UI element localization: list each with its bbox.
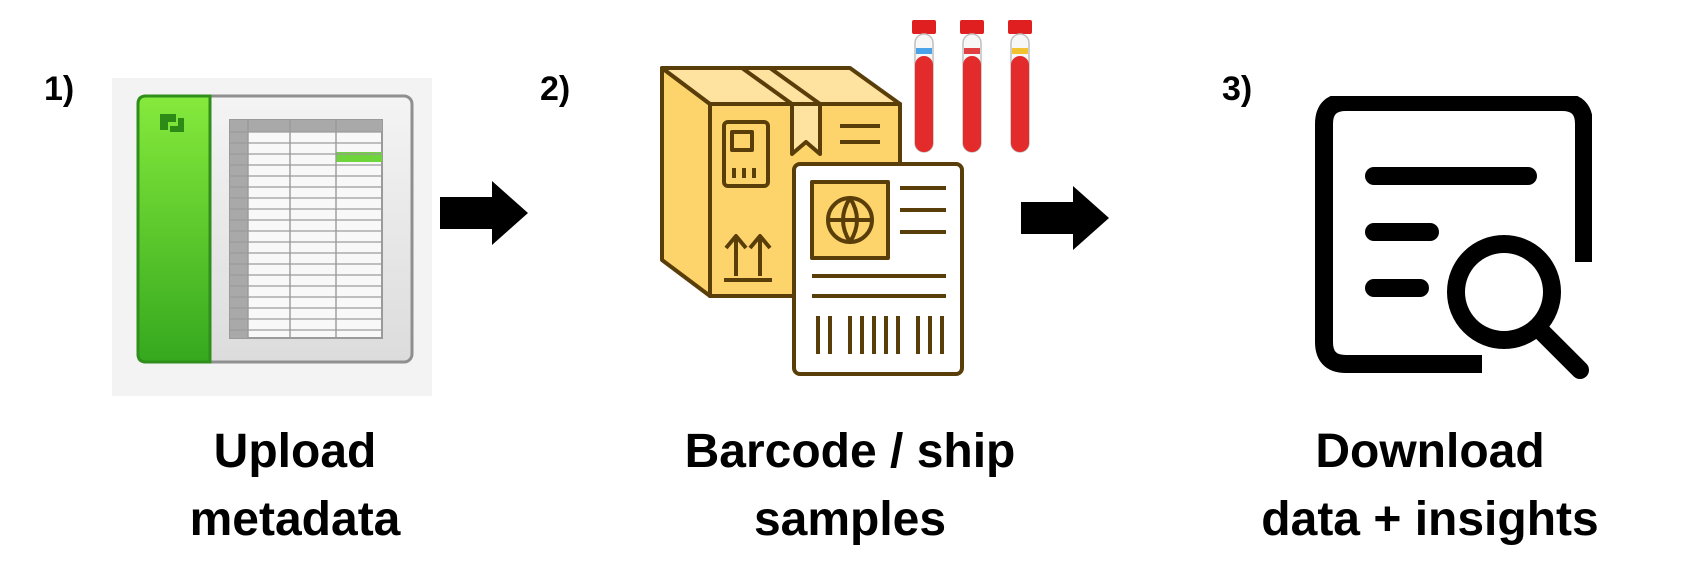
document-search-icon <box>1315 96 1592 379</box>
step-2-label-line2: samples <box>753 493 947 546</box>
step-3-number: 3) <box>1222 70 1253 108</box>
spreadsheet-icon <box>112 78 432 396</box>
step-1-label-line2: metadata <box>189 493 401 546</box>
right-arrow-icon <box>440 181 528 245</box>
right-arrow-icon <box>1021 186 1109 250</box>
test-tubes-icon <box>912 20 1032 153</box>
step-1-label: Upload metadata <box>150 418 440 554</box>
step-2-number: 2) <box>540 70 571 108</box>
step-3-label: Download data + insights <box>1240 418 1620 554</box>
step-1-label-line1: Upload <box>213 425 377 478</box>
step-3-label-line1: Download <box>1315 425 1545 478</box>
shipping-box-icon <box>660 20 1032 376</box>
step-2-label: Barcode / ship samples <box>660 418 1040 554</box>
step-3-label-line2: data + insights <box>1261 493 1599 546</box>
step-1-number: 1) <box>44 70 75 108</box>
step-2-label-line1: Barcode / ship <box>684 425 1016 478</box>
